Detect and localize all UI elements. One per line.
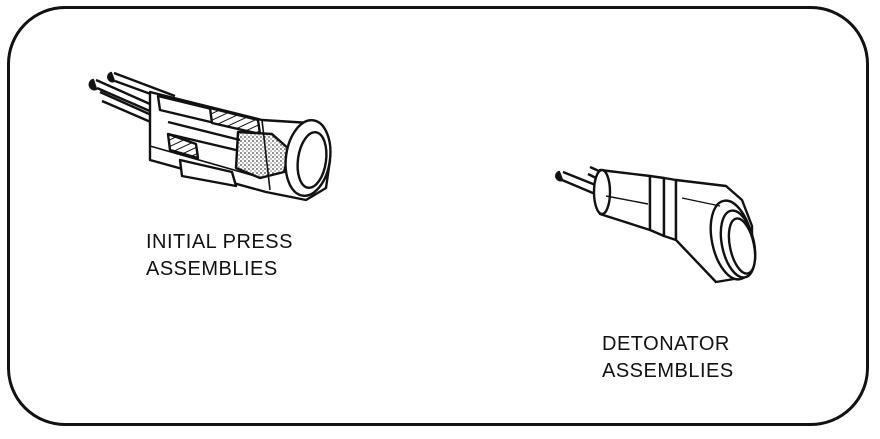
initial-press-label: INITIAL PRESS ASSEMBLIES — [146, 229, 293, 283]
detonator-label: DETONATOR ASSEMBLIES — [602, 331, 734, 385]
initial-press-label-line-1: INITIAL PRESS — [146, 231, 293, 253]
initial-press-label-line-2: ASSEMBLIES — [146, 258, 278, 280]
initial-press-assembly-icon — [88, 71, 332, 202]
detonator-assembly-icon — [555, 165, 757, 284]
detonator-label-line-1: DETONATOR — [602, 333, 730, 355]
detonator-label-line-2: ASSEMBLIES — [602, 360, 734, 382]
figure-frame — [7, 6, 869, 426]
